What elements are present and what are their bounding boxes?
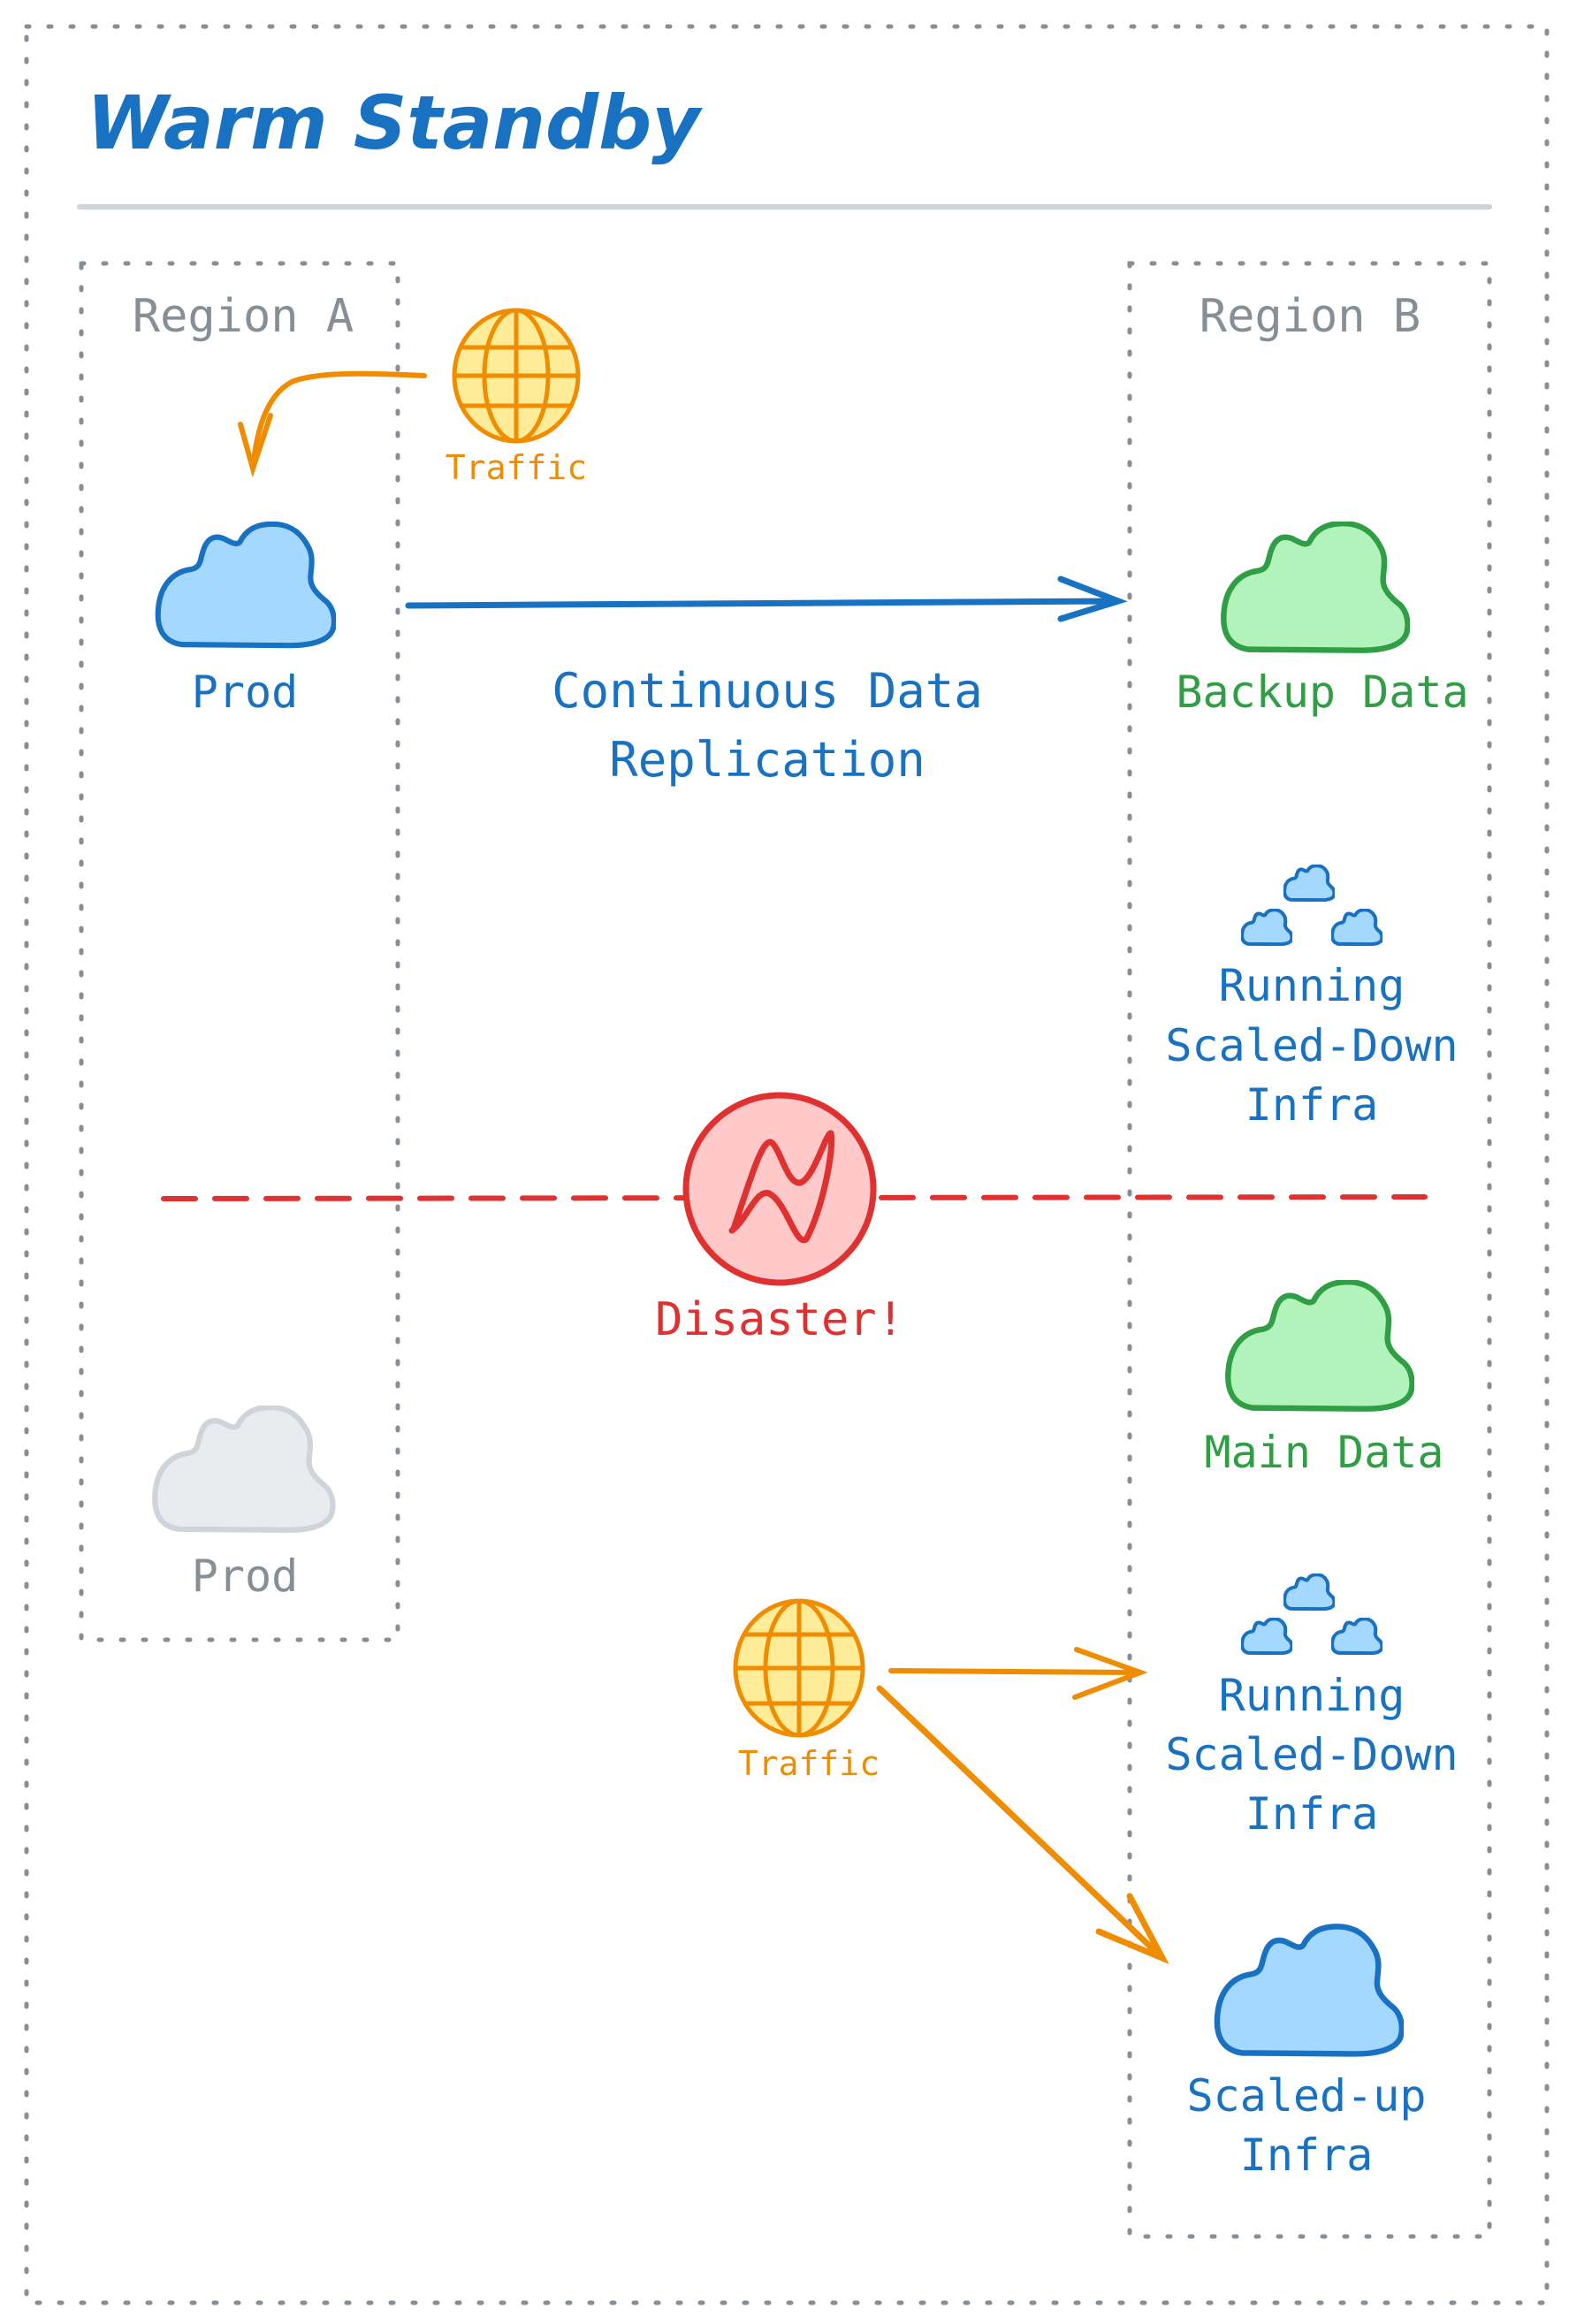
replication-label-line-2: Replication — [609, 732, 925, 788]
small-cloud-icon — [1242, 910, 1291, 944]
outer-frame — [24, 24, 1550, 2305]
traffic-globe-before: Traffic — [446, 308, 587, 487]
small-cloud-icon — [1284, 1574, 1334, 1609]
standby-infra-before: Running Scaled-Down Infra — [1165, 865, 1459, 1131]
scaled-up-label-line-1: Scaled-up — [1187, 2070, 1427, 2122]
small-cloud-icon — [1332, 1619, 1382, 1653]
standby-infra-before-line-3: Infra — [1245, 1079, 1379, 1131]
disaster-label: Disaster! — [655, 1293, 904, 1346]
globe-icon — [733, 1598, 865, 1738]
standby-infra-before-line-2: Scaled-Down — [1165, 1020, 1458, 1071]
prod-cloud-failed: Prod — [155, 1407, 332, 1602]
globe-icon — [452, 308, 581, 444]
region-a: Region A — [79, 261, 400, 1642]
standby-infra-after: Running Scaled-Down Infra — [1165, 1574, 1459, 1840]
prod-label-active: Prod — [192, 667, 298, 718]
small-cloud-icon — [1242, 1619, 1291, 1653]
standby-infra-before-line-1: Running — [1219, 960, 1405, 1011]
traffic-arrow-to-prod — [238, 370, 427, 478]
region-b: Region B — [1127, 261, 1492, 2239]
cloud-icon — [158, 524, 334, 645]
region-a-box — [79, 261, 400, 1642]
cloud-icon — [1228, 1282, 1412, 1409]
small-cloud-icon — [1284, 865, 1334, 900]
prod-label-failed: Prod — [192, 1551, 298, 1602]
replication-arrow — [405, 575, 1128, 622]
disaster-circle — [682, 1092, 877, 1286]
traffic-label-after: Traffic — [738, 1744, 880, 1783]
standby-infra-after-line-2: Scaled-Down — [1165, 1729, 1458, 1780]
traffic-arrow-to-scaled-up — [876, 1685, 1169, 1964]
cloud-icon — [1223, 523, 1407, 651]
lightning-icon — [728, 1130, 835, 1244]
cloud-icon — [1217, 1926, 1402, 2054]
small-cloud-icon — [1332, 910, 1382, 944]
traffic-label-before: Traffic — [446, 448, 587, 487]
disaster-marker: Disaster! — [655, 1092, 904, 1346]
main-data-cloud: Main Data — [1205, 1282, 1444, 1478]
region-b-box — [1127, 261, 1492, 2239]
traffic-arrow-to-standby — [888, 1647, 1148, 1700]
replication-label-line-1: Continuous Data — [552, 663, 983, 719]
scaled-up-infra-cloud: Scaled-up Infra — [1187, 1926, 1427, 2181]
standby-infra-after-line-1: Running — [1219, 1670, 1405, 1721]
backup-data-cloud: Backup Data — [1176, 523, 1469, 718]
backup-data-label: Backup Data — [1176, 667, 1468, 718]
scaled-up-label-line-2: Infra — [1240, 2130, 1374, 2181]
prod-cloud-active: Prod — [158, 524, 334, 718]
region-a-label: Region A — [133, 290, 354, 343]
diagram-title: Warm Standby — [87, 80, 703, 166]
region-b-label: Region B — [1200, 290, 1420, 343]
cloud-icon — [155, 1407, 332, 1530]
main-data-label: Main Data — [1205, 1427, 1444, 1478]
traffic-globe-after: Traffic — [733, 1598, 880, 1783]
standby-infra-after-line-3: Infra — [1245, 1788, 1379, 1840]
